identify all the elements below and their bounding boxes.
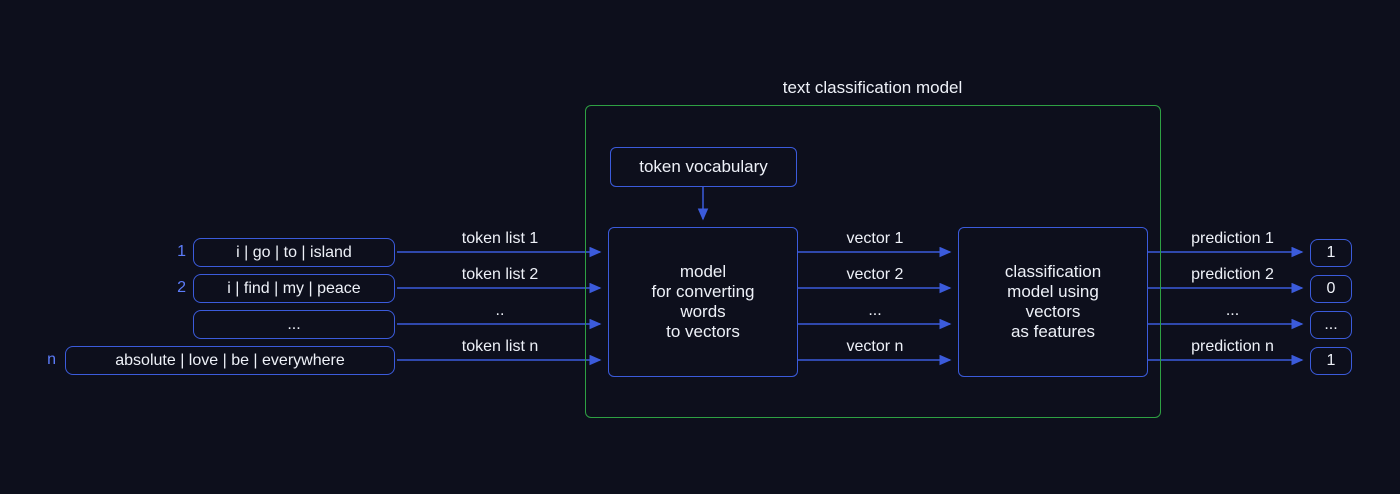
output-prediction-1: 1: [1310, 239, 1352, 267]
model-container: [585, 105, 1161, 418]
input-token-list-1: i | go | to | island: [193, 238, 395, 267]
token-list-label-n: token list n: [461, 338, 539, 355]
vector-label-1: vector 1: [846, 230, 904, 247]
row-index-1: 1: [177, 243, 186, 260]
token-list-label-2: token list 2: [461, 266, 539, 283]
token-list-label-1: token list 1: [461, 230, 539, 247]
input-token-list-ellipsis: ...: [193, 310, 395, 339]
prediction-label-n: prediction n: [1191, 338, 1274, 355]
prediction-label-2: prediction 2: [1191, 266, 1274, 283]
output-prediction-ellipsis: ...: [1310, 311, 1352, 339]
word-to-vector-model-box: model for converting words to vectors: [608, 227, 798, 377]
vector-label-2: vector 2: [846, 266, 904, 283]
input-token-list-2: i | find | my | peace: [193, 274, 395, 303]
output-prediction-n: 1: [1310, 347, 1352, 375]
token-vocabulary-box: token vocabulary: [610, 147, 797, 187]
classification-model-box: classification model using vectors as fe…: [958, 227, 1148, 377]
prediction-label-ellipsis: ...: [1225, 302, 1240, 319]
token-list-label-ellipsis: ..: [495, 302, 505, 319]
diagram-title: text classification model: [782, 78, 963, 97]
input-token-list-n: absolute | love | be | everywhere: [65, 346, 395, 375]
row-index-2: 2: [177, 279, 186, 296]
row-index-n: n: [47, 351, 56, 368]
output-prediction-2: 0: [1310, 275, 1352, 303]
prediction-label-1: prediction 1: [1191, 230, 1274, 247]
vector-label-ellipsis: ...: [868, 302, 882, 319]
vector-label-n: vector n: [846, 338, 904, 355]
